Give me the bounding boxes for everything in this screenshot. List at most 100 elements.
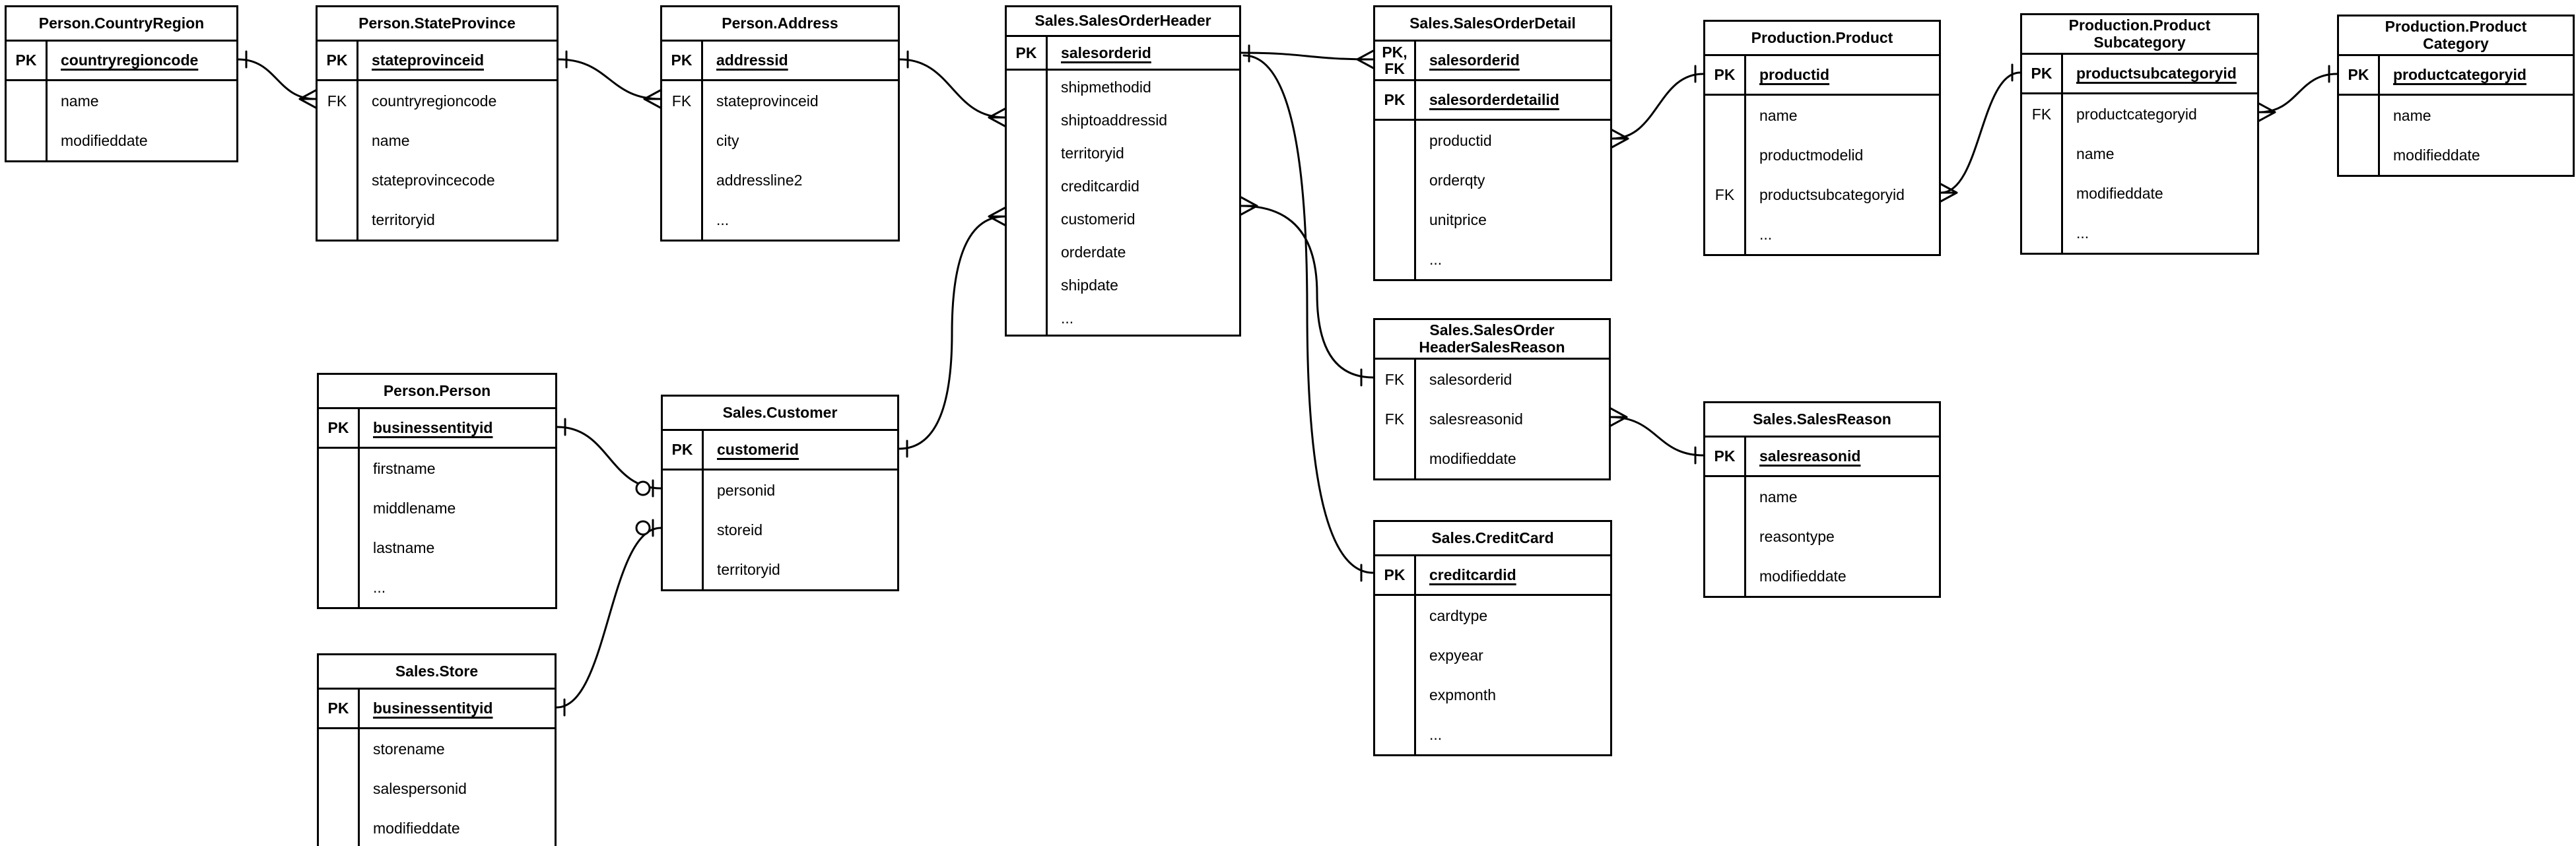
key-label <box>663 510 704 550</box>
key-label <box>2022 134 2063 174</box>
field-row-stateprovincecode: stateprovincecode <box>318 160 557 200</box>
key-label <box>7 121 48 160</box>
key-label <box>1705 96 1746 135</box>
key-label: PK <box>662 42 703 79</box>
field-name: name <box>2076 145 2115 162</box>
relationship-store-customer[interactable] <box>555 519 662 717</box>
relationship-stateprovince-address[interactable] <box>557 50 661 109</box>
relationship-product-productsubcategory[interactable] <box>1940 63 2021 203</box>
relationship-line <box>1240 205 1374 379</box>
field-row-modifieddate: modifieddate <box>2339 135 2573 175</box>
relationship-salesorderheader-salesorderdetail[interactable] <box>1240 44 1374 69</box>
key-label: PK <box>1375 556 1416 594</box>
key-label <box>2339 135 2380 175</box>
key-label: PK <box>319 690 360 727</box>
field-row-expyear: expyear <box>1375 635 1610 675</box>
field-name: productsubcategoryid <box>1759 185 1905 203</box>
field-name: middlename <box>373 499 456 517</box>
field-name: ... <box>1061 309 1074 327</box>
field-row-...: ... <box>1375 715 1610 754</box>
cardinality-many-crowfoot <box>1356 49 1374 69</box>
relationship-salesorderheader-creditcard[interactable] <box>1242 54 1374 582</box>
cardinality-many-crowfoot <box>1240 196 1258 216</box>
key-label <box>1007 71 1048 104</box>
table-title: Production.Product Category <box>2339 16 2573 56</box>
key-label: PK <box>663 431 704 469</box>
table-title: Sales.SalesOrderDetail <box>1375 7 1610 42</box>
field-row-name: name <box>1705 477 1939 517</box>
key-label <box>1007 269 1048 302</box>
key-label <box>1007 170 1048 203</box>
relationship-countryregion-stateprovince[interactable] <box>237 50 317 109</box>
relationship-customer-salesorderheader[interactable] <box>898 207 1006 458</box>
field-name: salesorderid <box>1429 51 1520 69</box>
field-name: name <box>372 131 410 149</box>
relationship-salesorderdetail-product[interactable] <box>1611 65 1705 148</box>
field-row-salespersonid: salespersonid <box>319 769 555 808</box>
relationship-line <box>237 58 317 100</box>
key-label <box>318 200 358 240</box>
key-label <box>1007 236 1048 269</box>
field-name: modifieddate <box>373 819 460 837</box>
field-name: storeid <box>717 521 763 538</box>
key-label: PK <box>1007 37 1048 69</box>
key-label <box>1375 715 1416 754</box>
field-row-...: ... <box>1375 240 1610 279</box>
relationship-line <box>898 58 1006 119</box>
key-label <box>1375 439 1416 478</box>
key-label <box>1375 635 1416 675</box>
field-name: modifieddate <box>1759 567 1847 585</box>
field-name: firstname <box>373 459 436 477</box>
key-label <box>319 769 360 808</box>
key-label <box>318 160 358 200</box>
key-label <box>7 81 48 121</box>
field-row-name: name <box>2339 96 2573 135</box>
relationship-person-customer[interactable] <box>556 418 662 498</box>
relationship-line <box>555 527 662 709</box>
field-name: ... <box>1429 250 1442 268</box>
key-label <box>1375 121 1416 160</box>
relationship-address-salesorderheader[interactable] <box>898 50 1006 127</box>
relationship-headersalesreason-salesreason[interactable] <box>1610 407 1705 465</box>
field-row-modifieddate: modifieddate <box>1705 556 1939 596</box>
cardinality-many-crowfoot <box>1611 129 1629 148</box>
cardinality-many-crowfoot <box>2258 102 2276 122</box>
field-row-storename: storename <box>319 729 555 769</box>
field-row-customerid: customerid <box>1007 203 1239 236</box>
field-name: modifieddate <box>2076 184 2163 202</box>
relationship-line <box>2258 73 2338 114</box>
key-label: PK <box>319 409 360 447</box>
cardinality-many-crowfoot <box>298 89 317 109</box>
field-name: orderdate <box>1061 243 1126 261</box>
field-name: shipmethodid <box>1061 78 1151 96</box>
field-row-city: city <box>662 121 898 160</box>
field-row-reasontype: reasontype <box>1705 517 1939 556</box>
field-name: productsubcategoryid <box>2076 65 2237 82</box>
field-name: territoryid <box>717 560 780 578</box>
key-label <box>1375 675 1416 715</box>
table-title: Sales.SalesOrderHeader <box>1007 7 1239 37</box>
field-name: productid <box>1759 66 1830 83</box>
relationship-salesorderheader-headersalesreason[interactable] <box>1240 196 1374 387</box>
relationship-line <box>898 215 1006 450</box>
field-row-name: name <box>2022 134 2257 174</box>
relationship-productsubcategory-productcategory[interactable] <box>2258 65 2338 122</box>
